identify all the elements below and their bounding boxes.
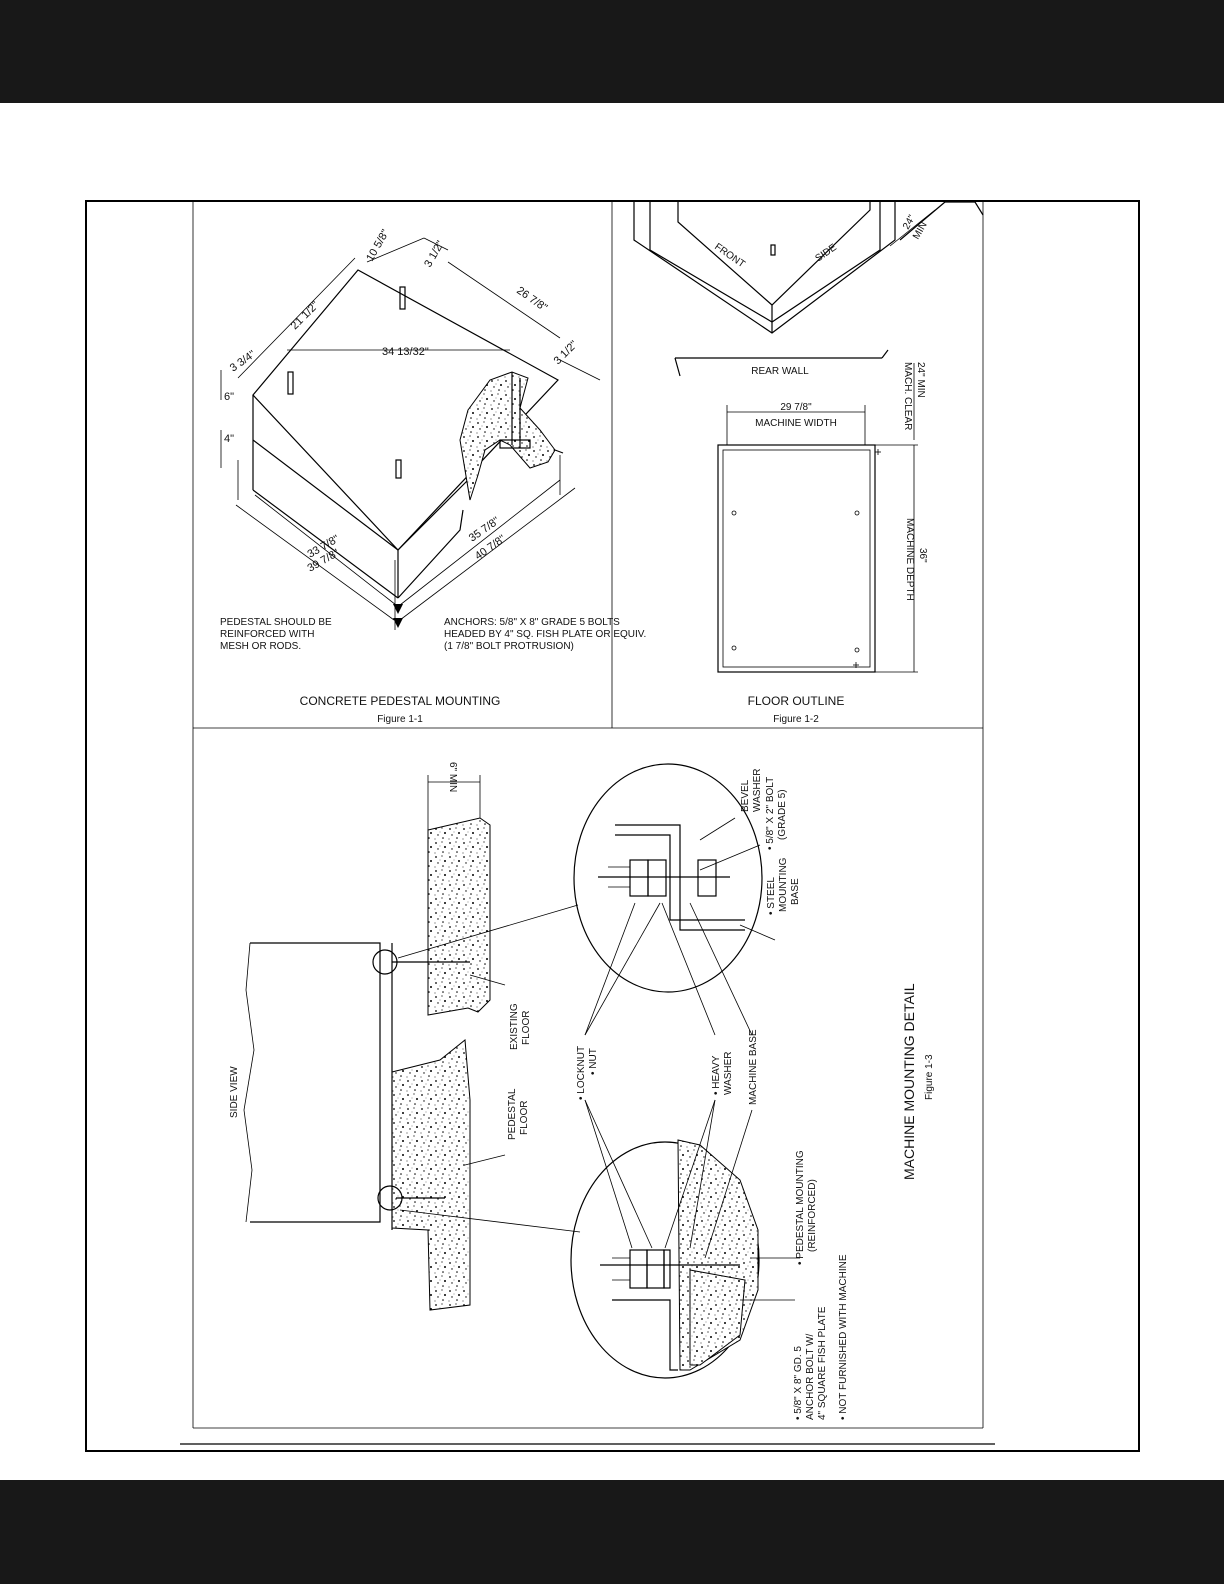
pedestal-note-line-3: MESH OR RODS. bbox=[220, 641, 301, 652]
figure-1-3-title: MACHINE MOUNTING DETAIL bbox=[901, 983, 917, 1180]
dim-3-3-4: 3 3/4" bbox=[228, 348, 258, 374]
bottom-dark-band bbox=[0, 1480, 1224, 1584]
machine-depth-dim: 36" bbox=[917, 548, 928, 563]
steel-base-label-3: BASE bbox=[790, 878, 801, 905]
figure-1-3-drawing bbox=[243, 763, 800, 1379]
pedestal-floor-label-1: PEDESTAL bbox=[507, 1088, 518, 1140]
figure-1-1-dimensions: 10 5/8" 3 1/2" 21 1/2" 26 7/8" 34 13/32"… bbox=[224, 228, 580, 575]
not-furnished-note: • NOT FURNISHED WITH MACHINE bbox=[838, 1254, 849, 1420]
steel-base-label-2: MOUNTING bbox=[778, 857, 789, 912]
anchors-note-line-2: HEADED BY 4" SQ. FISH PLATE OR EQUIV. bbox=[444, 629, 646, 640]
pedestal-mounting-label-2: (REINFORCED) bbox=[807, 1179, 818, 1252]
bolt-2-label-1: • 5/8" X 2" BOLT bbox=[765, 777, 776, 850]
machine-base-label: MACHINE BASE bbox=[748, 1029, 759, 1105]
side-view-label: SIDE VIEW bbox=[229, 1066, 240, 1118]
page-frame bbox=[85, 200, 1140, 1452]
bolt-2-label-2: (GRADE 5) bbox=[777, 789, 788, 840]
front-label: FRONT bbox=[712, 241, 747, 270]
anchor-bolt-label-3: 4" SQUARE FISH PLATE bbox=[817, 1306, 828, 1420]
mach-clear-dim: 24" MIN bbox=[915, 362, 926, 398]
dim-3-1-2-top: 3 1/2" bbox=[422, 239, 447, 270]
figure-1-2-drawing bbox=[633, 201, 984, 673]
machine-depth-label: MACHINE DEPTH bbox=[904, 518, 915, 601]
machine-width-dim: 29 7/8" bbox=[780, 402, 812, 413]
bevel-washer-label-1: BEVEL bbox=[740, 779, 751, 812]
min-6-dim: 6" MIN bbox=[447, 762, 458, 792]
dim-26-7-8: 26 7/8" bbox=[514, 285, 549, 315]
figure-1-1-title: CONCRETE PEDESTAL MOUNTING bbox=[300, 694, 501, 708]
figure-1-2-label: Figure 1-2 bbox=[773, 714, 819, 725]
figure-1-3-label: Figure 1-3 bbox=[924, 1054, 935, 1100]
pedestal-note-line-1: PEDESTAL SHOULD BE bbox=[220, 617, 332, 628]
dim-4: 4" bbox=[224, 433, 234, 445]
existing-floor-label-2: FLOOR bbox=[521, 1011, 532, 1045]
existing-floor-label-1: EXISTING bbox=[509, 1003, 520, 1050]
steel-base-label-1: • STEEL bbox=[766, 877, 777, 915]
bevel-washer-label-2: WASHER bbox=[752, 768, 763, 812]
pedestal-floor-label-2: FLOOR bbox=[519, 1101, 530, 1135]
pedestal-mounting-label-1: • PEDESTAL MOUNTING bbox=[795, 1150, 806, 1265]
pedestal-note-line-2: REINFORCED WITH bbox=[220, 629, 314, 640]
figure-1-1-label: Figure 1-1 bbox=[377, 714, 423, 725]
machine-width-label: MACHINE WIDTH bbox=[755, 418, 837, 429]
anchors-note-line-3: (1 7/8" BOLT PROTRUSION) bbox=[444, 641, 574, 652]
figure-1-2-title: FLOOR OUTLINE bbox=[748, 694, 845, 708]
rear-wall-label: REAR WALL bbox=[751, 366, 809, 377]
top-dark-band bbox=[0, 0, 1224, 103]
nut-label: • NUT bbox=[588, 1048, 599, 1075]
figure-1-1-notes: PEDESTAL SHOULD BE REINFORCED WITH MESH … bbox=[220, 617, 646, 725]
figure-1-3-labels: 6" MIN SIDE VIEW EXISTING FLOOR PEDESTAL… bbox=[229, 762, 935, 1420]
heavy-washer-label-2: WASHER bbox=[723, 1051, 734, 1095]
side-label: SIDE bbox=[813, 242, 839, 265]
dim-34-13-32: 34 13/32" bbox=[382, 346, 429, 358]
dim-6: 6" bbox=[224, 391, 234, 403]
dim-21-1-2: 21 1/2" bbox=[289, 299, 322, 332]
panel-borders bbox=[180, 200, 995, 1445]
anchor-bolt-label-2: ANCHOR BOLT W/ bbox=[805, 1333, 816, 1420]
heavy-washer-label-1: • HEAVY bbox=[711, 1055, 722, 1095]
locknut-label: • LOCKNUT bbox=[576, 1046, 587, 1100]
anchor-bolt-label-1: • 5/8" X 8" GD. 5 bbox=[793, 1346, 804, 1420]
mach-clear-label: MACH. CLEAR bbox=[902, 362, 913, 430]
dim-10-5-8: 10 5/8" bbox=[364, 228, 392, 264]
figure-1-1-pedestal-drawing bbox=[220, 237, 601, 630]
anchors-note-line-1: ANCHORS: 5/8" X 8" GRADE 5 BOLTS bbox=[444, 617, 620, 628]
